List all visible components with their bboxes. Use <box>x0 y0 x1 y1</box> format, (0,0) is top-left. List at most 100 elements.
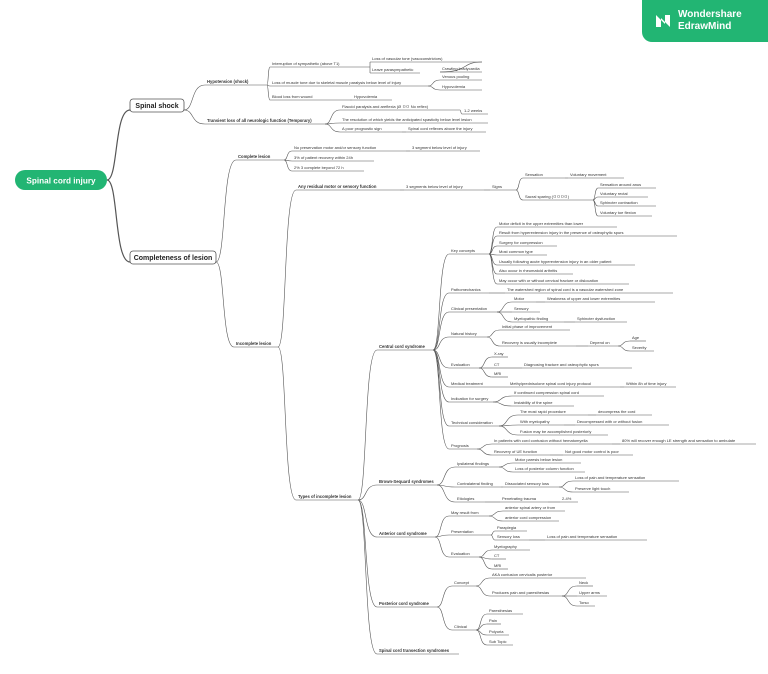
topic-sensory-loss[interactable]: Sensory loss <box>495 534 529 541</box>
topic-pathomechanics[interactable]: Pathomechanics <box>449 287 489 294</box>
topic-leave-para[interactable]: Leave parasympathetic <box>370 67 420 74</box>
topic-spinal-shock[interactable]: Spinal shock <box>129 98 185 113</box>
topic-two-pct[interactable]: 2% 3 complete beyond 72 h <box>292 165 364 172</box>
topic-prog2b[interactable]: Not good motor control is poor <box>563 449 633 456</box>
topic-indication[interactable]: Indication for surgery <box>449 396 493 403</box>
topic-posterior[interactable]: Posterior cord syndrome <box>377 601 437 608</box>
topic-ipsilateral[interactable]: Ipsilateral findings <box>455 461 499 468</box>
topic-paresthesias[interactable]: Paresthesias <box>487 608 523 615</box>
topic-crawling[interactable]: Crawling bradycardia <box>440 66 482 73</box>
topic-blood-loss[interactable]: Blood loss from wound <box>270 94 350 101</box>
topic-medical[interactable]: Medical treatment <box>449 381 491 388</box>
topic-upper-arms[interactable]: Upper arms <box>577 590 607 597</box>
topic-mri-2[interactable]: MRI <box>492 563 508 570</box>
topic-flaccid[interactable]: Flaccid paralysis and areflexia (Ø ㅁㅁ No… <box>340 104 460 111</box>
topic-myelopathic[interactable]: Myelopathic finding <box>512 316 564 323</box>
topic-vol-toe[interactable]: Voluntary toe flexion <box>598 210 652 217</box>
topic-reflexes[interactable]: Spinal cord reflexes above the injury <box>406 126 486 133</box>
topic-dissociated[interactable]: Dissociated sensory loss <box>503 481 559 488</box>
topic-three-pct[interactable]: 3% of patient recovery within 24h <box>292 155 374 162</box>
topic-recovery-incomplete[interactable]: Recovery is usually incomplete <box>500 340 576 347</box>
topic-polyuria[interactable]: Polyuria <box>487 629 509 636</box>
topic-most-rapid[interactable]: The most rapid procedure <box>518 409 588 416</box>
topic-prog1b[interactable]: 80% will recover enough LE strength and … <box>620 438 756 445</box>
topic-penetrating[interactable]: Penetrating trauma <box>500 496 548 503</box>
topic-prognosis[interactable]: Prognosis <box>449 443 477 450</box>
topic-initial-phase[interactable]: Initial phase of improvement <box>500 324 570 331</box>
topic-vol-rectal[interactable]: Voluntary rectal <box>598 191 648 198</box>
topic-brown[interactable]: Brown-Sequard syndromes <box>377 479 437 486</box>
topic-three-segment[interactable]: 3 segment below level of injury <box>410 145 480 152</box>
topic-motor-paresis[interactable]: Motor paresis below lesion <box>513 457 581 464</box>
topic-etiologies[interactable]: Etiologies <box>455 496 485 503</box>
topic-poor-sign[interactable]: A poor prognostic sign <box>340 126 402 133</box>
topic-may-result[interactable]: May result from <box>449 510 489 517</box>
topic-neck[interactable]: Neck <box>577 580 593 587</box>
topic-signs[interactable]: Signs <box>490 184 516 191</box>
topic-any-residual[interactable]: Any residual motor or sensory function <box>296 184 400 191</box>
topic-perianal[interactable]: Sensation around anus <box>598 182 656 189</box>
topic-completeness[interactable]: Completeness of lesion <box>129 250 217 265</box>
topic-depend-on[interactable]: Depend on <box>588 340 618 347</box>
topic-ct-1[interactable]: CT <box>492 362 506 369</box>
topic-voluntary-mov[interactable]: Voluntary movement <box>568 172 624 179</box>
topic-complete[interactable]: Complete lesion <box>236 154 284 161</box>
topic-sensation[interactable]: Sensation <box>523 172 565 179</box>
topic-ind1[interactable]: If continued compression spinal cord <box>512 390 604 397</box>
topic-sub-topic[interactable]: Sub Topic <box>487 639 513 646</box>
topic-contralateral[interactable]: Contralateral finding <box>455 481 501 488</box>
topic-ant-spinal[interactable]: anterior spinal artery or from <box>503 505 565 512</box>
topic-prog2[interactable]: Recovery of UE function <box>492 449 550 456</box>
topic-presentation[interactable]: Presentation <box>449 529 491 536</box>
topic-kc2[interactable]: Result from hyperextension injury in the… <box>497 230 677 237</box>
topic-loss-vascular[interactable]: Loss of vascular tone (vasoconstrictors) <box>370 56 482 63</box>
topic-hypovolemia-2[interactable]: Hypovolemia <box>352 94 392 101</box>
topic-three-seg-below[interactable]: 3 segments below level of injury <box>404 184 484 191</box>
topic-anterior[interactable]: Anterior cord syndrome <box>377 531 435 538</box>
topic-loss-posterior[interactable]: Loss of posterior column function <box>513 466 585 473</box>
topic-fusion[interactable]: Fusion may be accomplished posteriorly <box>518 429 608 436</box>
topic-natural[interactable]: Natural history <box>449 331 487 338</box>
topic-myelopathy-with[interactable]: With myelopathy <box>518 419 564 426</box>
topic-key-concepts[interactable]: Key concepts <box>449 248 489 255</box>
topic-age[interactable]: Age <box>630 335 646 342</box>
topic-decompress[interactable]: decompress the cord <box>596 409 652 416</box>
topic-weakness[interactable]: Weakness of upper and lower extremities <box>545 296 655 303</box>
topic-sphincter-con[interactable]: Sphincter contraction <box>598 200 656 207</box>
topic-sensory[interactable]: Sensory <box>512 306 540 313</box>
topic-hypotension[interactable]: Hypotension (shock) <box>205 79 267 86</box>
topic-motor[interactable]: Motor <box>512 296 536 303</box>
topic-ant-compression[interactable]: anterior cord compression <box>503 515 559 522</box>
topic-types[interactable]: Types of incomplete lesion <box>296 494 358 501</box>
topic-ct-2[interactable]: CT <box>492 553 506 560</box>
topic-ind2[interactable]: Instability of the spine <box>512 400 574 407</box>
topic-transection[interactable]: Spinal cord transection syndromes <box>377 648 459 655</box>
topic-within8[interactable]: Within 8h of time injury <box>624 381 676 388</box>
topic-decompressed[interactable]: Decompressed with or without fusion <box>575 419 669 426</box>
topic-central[interactable]: Central cord syndrome <box>377 344 433 351</box>
topic-produces[interactable]: Produces pain and paresthesias <box>490 590 562 597</box>
topic-incomplete[interactable]: Incomplete lesion <box>234 341 278 348</box>
topic-methyl[interactable]: Methylprednisolone spinal cord injury pr… <box>508 381 620 388</box>
topic-aka[interactable]: AKA contusion cervicalis posterior <box>490 572 586 579</box>
topic-kc6[interactable]: Also occur in rheumatoid arthritis <box>497 268 573 275</box>
topic-kc1[interactable]: Motor deficit in the upper extremities t… <box>497 221 617 228</box>
topic-concept[interactable]: Concept <box>452 580 476 587</box>
topic-technical[interactable]: Technical consideration <box>449 420 499 427</box>
topic-clinical-2[interactable]: Clinical <box>452 624 476 631</box>
brand-badge[interactable]: Wondershare EdrawMind <box>642 0 768 42</box>
topic-diagnosing[interactable]: Diagnosing fracture and osteophytic spur… <box>522 362 632 369</box>
topic-sacral-sparing[interactable]: Sacral sparing (ㅁㅁㅁㅁ) <box>523 194 593 201</box>
topic-prog1[interactable]: In patients with cord contusion without … <box>492 438 612 445</box>
topic-evaluation-1[interactable]: Evaluation <box>449 362 479 369</box>
topic-kc5[interactable]: Usually following acute hyperextension i… <box>497 259 635 266</box>
topic-venous[interactable]: Venous pooling <box>440 74 482 81</box>
topic-resolution[interactable]: The resolution of which yields the antic… <box>340 117 488 124</box>
topic-xray[interactable]: X-ray <box>492 351 508 358</box>
topic-transient[interactable]: Transient loss of all neurologic functio… <box>205 118 325 125</box>
topic-interruption[interactable]: Interruption of sympathetic (above T1) <box>270 61 370 68</box>
topic-torso[interactable]: Torso <box>577 600 595 607</box>
topic-sphincter-dys[interactable]: Sphincter dysfunction <box>575 316 627 323</box>
topic-paraplegia[interactable]: Paraplegia <box>495 525 527 532</box>
topic-two-four[interactable]: 2-4% <box>560 496 578 503</box>
